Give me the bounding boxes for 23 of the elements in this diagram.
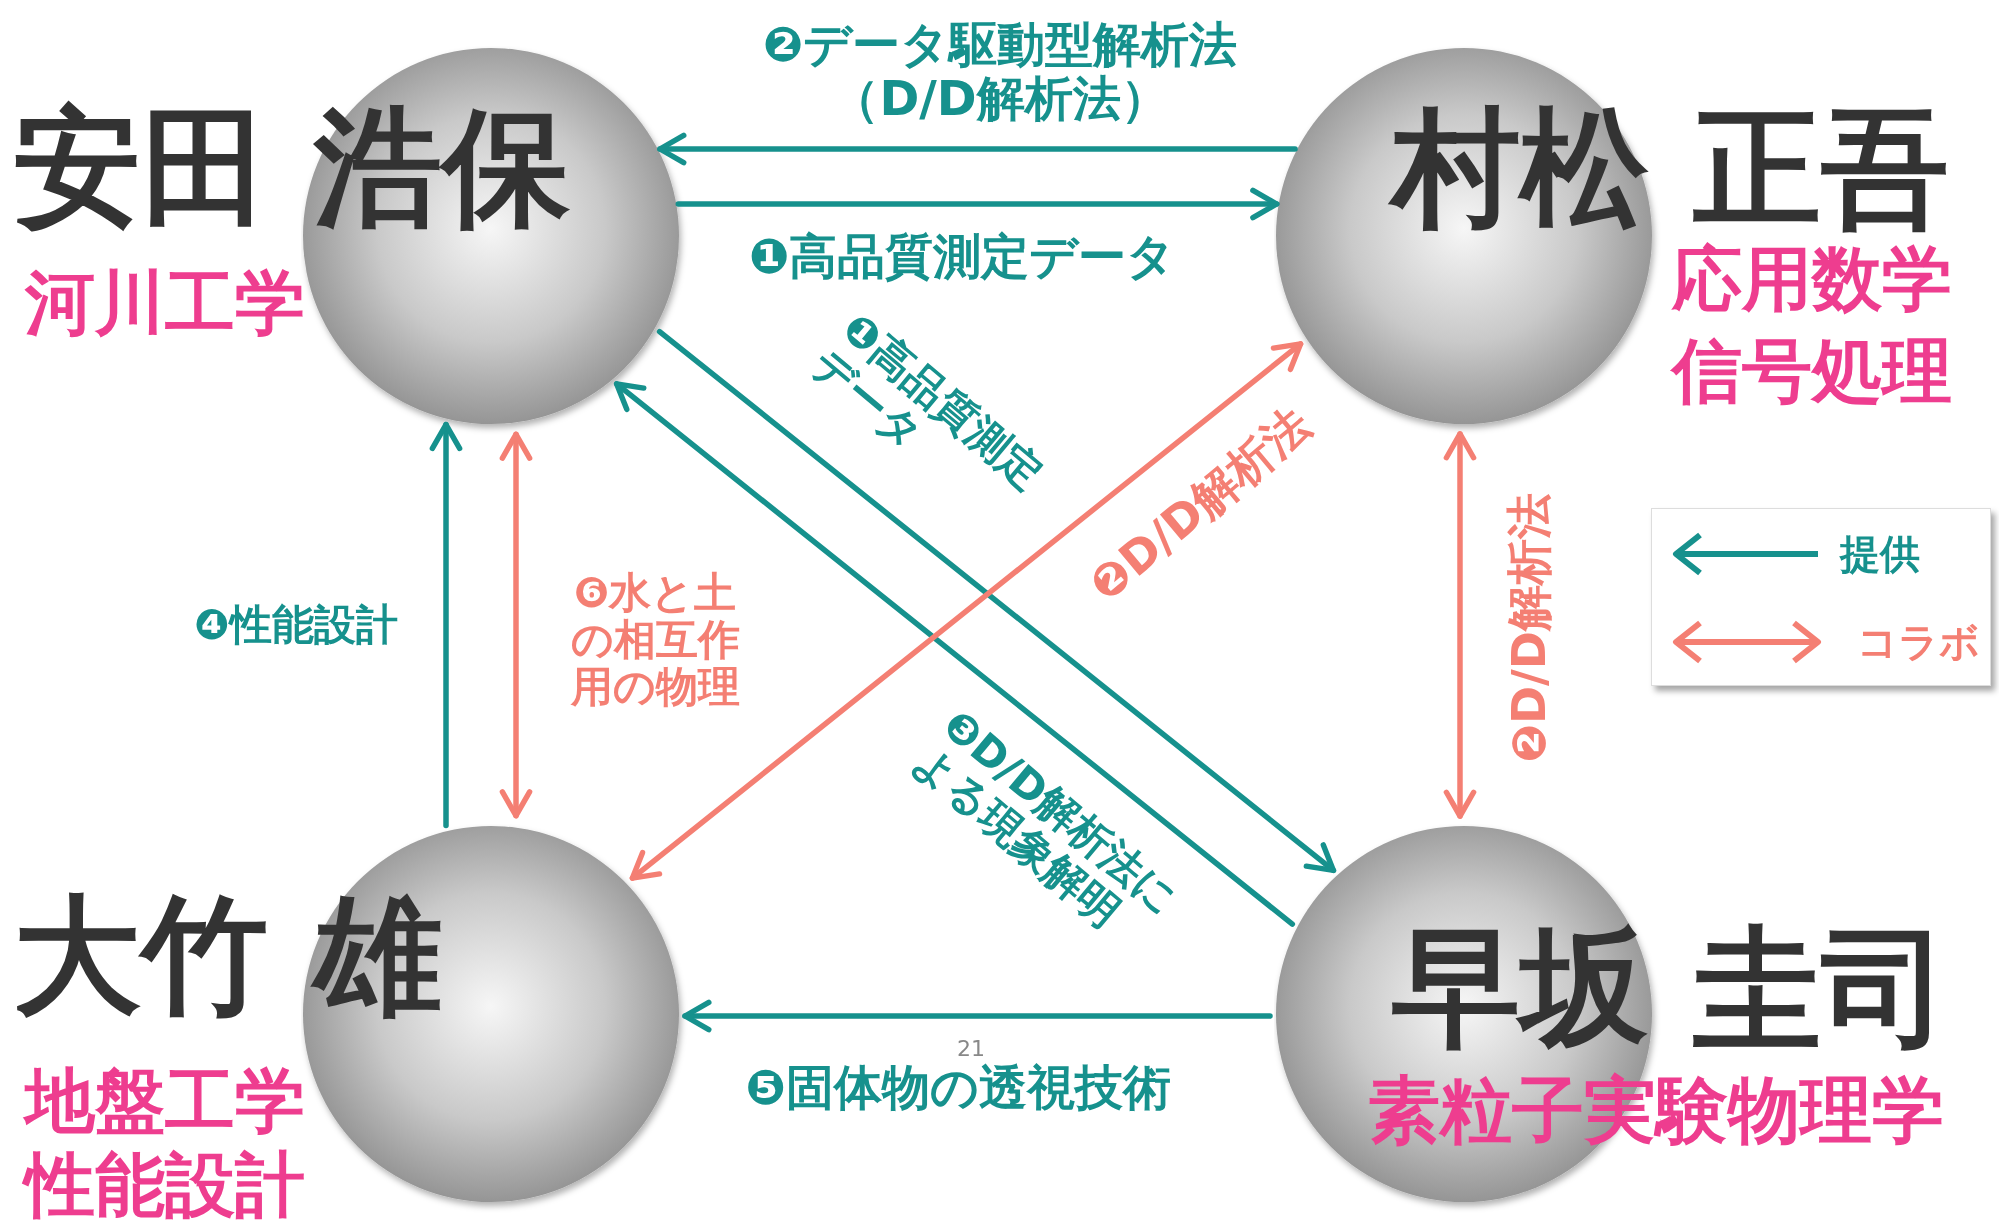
edge-label: ❻水と土の相互作用の物理	[569, 569, 741, 711]
arrow	[675, 187, 1280, 221]
arrow	[657, 132, 1298, 166]
edge-label: ❶高品質測定データ	[803, 303, 1054, 501]
research-field: 信号処理	[1672, 336, 1952, 406]
double-arrow	[499, 431, 533, 819]
legend-label: コラボ	[1857, 622, 1980, 662]
edge-label: ❹性能設計	[193, 601, 399, 649]
arrow	[429, 421, 463, 829]
person-name: 早坂 圭司	[1392, 924, 1949, 1052]
research-field: 応用数学	[1672, 244, 1952, 314]
page-number: 21	[957, 1038, 985, 1060]
person-name: 大竹 雄	[13, 892, 442, 1020]
edge-label: ❷D/D解析法	[1504, 491, 1556, 766]
arrow	[613, 381, 1296, 927]
edge-label: ❶高品質測定データ	[747, 230, 1177, 284]
legend-label: 提供	[1840, 534, 1920, 574]
edge-label: ❺固体物の透視技術	[744, 1061, 1172, 1115]
research-field: 河川工学	[25, 268, 305, 338]
research-field: 地盤工学	[25, 1066, 305, 1136]
edge-label: ❷データ駆動型解析法（D/D解析法）	[761, 18, 1239, 126]
double-arrow	[1443, 431, 1477, 819]
arrow	[682, 999, 1273, 1033]
